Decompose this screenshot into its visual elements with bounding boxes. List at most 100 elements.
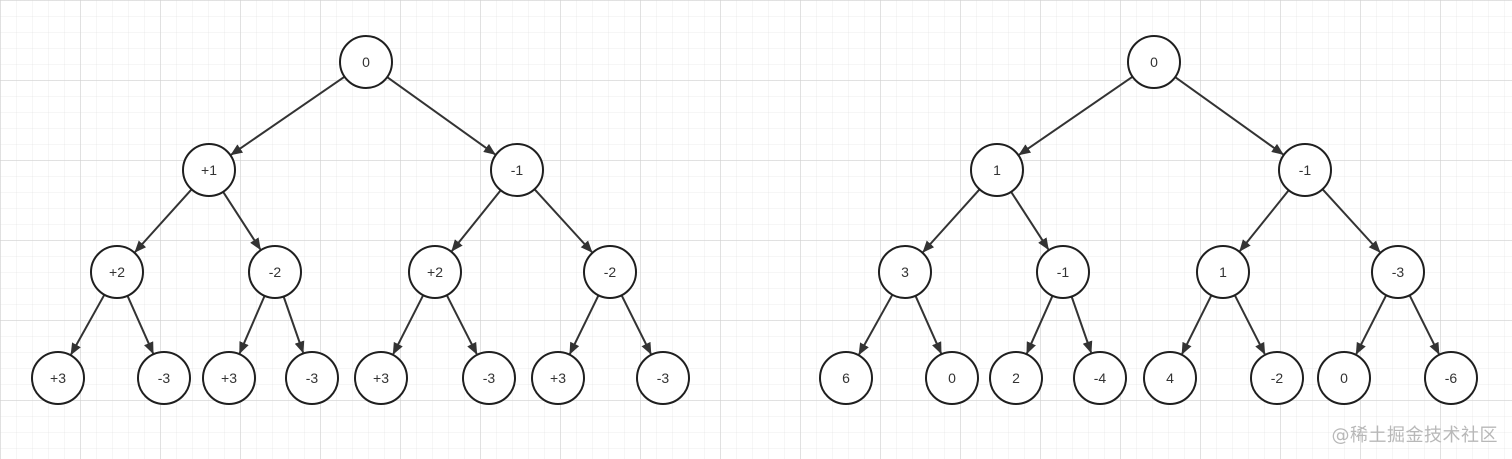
tree-left-node-l2-n3: -2 bbox=[583, 245, 637, 299]
tree-right-node-label-l2-n1: -1 bbox=[1057, 264, 1070, 280]
tree-right-node-l1-n1: -1 bbox=[1278, 143, 1332, 197]
tree-left-node-label-l2-n3: -2 bbox=[604, 264, 617, 280]
tree-left-node-label-l3-n5: -3 bbox=[483, 370, 496, 386]
tree-left-edge-l1-n1-to-l2-n2 bbox=[451, 189, 502, 252]
tree-right-edge-l2-n2-to-l3-n5 bbox=[1233, 294, 1266, 355]
tree-left-node-label-l2-n2: +2 bbox=[427, 264, 443, 280]
tree-left-node-label-l3-n6: +3 bbox=[550, 370, 566, 386]
tree-right-node-l3-n1: 0 bbox=[925, 351, 979, 405]
tree-right-node-label-l1-n0: 1 bbox=[993, 162, 1001, 178]
tree-left-node-circle-l2-n2 bbox=[408, 245, 462, 299]
tree-left-node-circle-l3-n4 bbox=[354, 351, 408, 405]
tree-left-edge-l2-n1-to-l3-n3 bbox=[282, 296, 305, 354]
tree-right-node-label-l2-n0: 3 bbox=[901, 264, 909, 280]
tree-right-node-circle-l3-n1 bbox=[925, 351, 979, 405]
tree-right-edge-l1-n0-to-l2-n0 bbox=[922, 188, 981, 253]
tree-left-node-label-l0-n0: 0 bbox=[362, 54, 370, 70]
tree-right-edge-l2-n3-to-l3-n7 bbox=[1408, 294, 1440, 355]
tree-right-node-l3-n2: 2 bbox=[989, 351, 1043, 405]
tree-right-edge-l0-n0-to-l1-n0 bbox=[1018, 75, 1134, 156]
tree-left-node-label-l3-n3: -3 bbox=[306, 370, 319, 386]
tree-left-edge-l2-n2-to-l3-n4 bbox=[392, 294, 425, 355]
tree-left-edge-l2-n3-to-l3-n7 bbox=[620, 294, 652, 355]
tree-left-edge-l2-n0-to-l3-n0 bbox=[70, 294, 106, 356]
tree-right-edge-l1-n1-to-l2-n3 bbox=[1321, 188, 1381, 253]
tree-right-node-l2-n1: -1 bbox=[1036, 245, 1090, 299]
tree-right-edge-l2-n3-to-l3-n6 bbox=[1355, 294, 1388, 355]
tree-right-node-label-l3-n0: 6 bbox=[842, 370, 850, 386]
tree-right-node-label-l3-n5: -2 bbox=[1271, 370, 1284, 386]
tree-left-node-circle-l2-n0 bbox=[90, 245, 144, 299]
tree-left-edge-l2-n0-to-l3-n1 bbox=[126, 295, 155, 355]
tree-right-node-circle-l1-n1 bbox=[1278, 143, 1332, 197]
tree-right-node-circle-l0-n0 bbox=[1127, 35, 1181, 89]
tree-right-node-circle-l2-n3 bbox=[1371, 245, 1425, 299]
tree-left-node-label-l2-n1: -2 bbox=[269, 264, 282, 280]
tree-right-edge-l2-n0-to-l3-n0 bbox=[858, 294, 894, 356]
tree-right-node-l2-n0: 3 bbox=[878, 245, 932, 299]
tree-right-node-circle-l3-n2 bbox=[989, 351, 1043, 405]
tree-left-node-circle-l2-n3 bbox=[583, 245, 637, 299]
tree-left-node-circle-l1-n0 bbox=[182, 143, 236, 197]
tree-right-node-label-l3-n3: -4 bbox=[1094, 370, 1107, 386]
tree-right-node-circle-l3-n6 bbox=[1317, 351, 1371, 405]
tree-left-node-l2-n2: +2 bbox=[408, 245, 462, 299]
tree-right-node-circle-l3-n7 bbox=[1424, 351, 1478, 405]
edges-layer bbox=[70, 75, 1440, 356]
tree-right-node-l3-n3: -4 bbox=[1073, 351, 1127, 405]
tree-left-node-l3-n5: -3 bbox=[462, 351, 516, 405]
tree-left-node-circle-l0-n0 bbox=[339, 35, 393, 89]
tree-left-node-l3-n6: +3 bbox=[531, 351, 585, 405]
tree-left-node-label-l2-n0: +2 bbox=[109, 264, 125, 280]
tree-right-node-circle-l3-n4 bbox=[1143, 351, 1197, 405]
tree-right-node-circle-l2-n2 bbox=[1196, 245, 1250, 299]
tree-left-node-circle-l3-n3 bbox=[285, 351, 339, 405]
tree-left-edge-l1-n1-to-l2-n3 bbox=[533, 188, 593, 253]
tree-right-node-l3-n7: -6 bbox=[1424, 351, 1478, 405]
tree-right-node-l3-n0: 6 bbox=[819, 351, 873, 405]
tree-right-edge-l2-n1-to-l3-n3 bbox=[1070, 296, 1093, 354]
tree-left-node-label-l1-n0: +1 bbox=[201, 162, 217, 178]
tree-left-node-l3-n0: +3 bbox=[31, 351, 85, 405]
tree-left-node-circle-l3-n5 bbox=[462, 351, 516, 405]
tree-left-node-circle-l3-n0 bbox=[31, 351, 85, 405]
tree-left-node-circle-l1-n1 bbox=[490, 143, 544, 197]
tree-right-node-l0-n0: 0 bbox=[1127, 35, 1181, 89]
tree-left-edge-l2-n1-to-l3-n2 bbox=[238, 295, 266, 355]
tree-left-node-label-l3-n7: -3 bbox=[657, 370, 670, 386]
tree-left-node-label-l1-n1: -1 bbox=[511, 162, 524, 178]
tree-right-node-label-l3-n2: 2 bbox=[1012, 370, 1020, 386]
tree-left-edge-l0-n0-to-l1-n1 bbox=[386, 76, 496, 156]
tree-right-edge-l2-n0-to-l3-n1 bbox=[914, 295, 943, 355]
tree-right-edge-l1-n1-to-l2-n2 bbox=[1239, 189, 1290, 252]
tree-left-node-label-l3-n2: +3 bbox=[221, 370, 237, 386]
tree-right-node-circle-l1-n0 bbox=[970, 143, 1024, 197]
tree-right-node-circle-l3-n0 bbox=[819, 351, 873, 405]
tree-right-node-circle-l2-n1 bbox=[1036, 245, 1090, 299]
tree-right-node-label-l1-n1: -1 bbox=[1299, 162, 1312, 178]
tree-left-node-label-l3-n0: +3 bbox=[50, 370, 66, 386]
tree-left-edge-l0-n0-to-l1-n0 bbox=[230, 75, 346, 156]
tree-right-node-l1-n0: 1 bbox=[970, 143, 1024, 197]
tree-left-node-circle-l3-n2 bbox=[202, 351, 256, 405]
tree-right-node-label-l2-n2: 1 bbox=[1219, 264, 1227, 280]
watermark-text: @稀土掘金技术社区 bbox=[1331, 425, 1498, 446]
tree-right-node-l3-n5: -2 bbox=[1250, 351, 1304, 405]
tree-left-node-l3-n4: +3 bbox=[354, 351, 408, 405]
tree-right-edge-l2-n1-to-l3-n2 bbox=[1025, 295, 1054, 355]
tree-left-node-label-l3-n4: +3 bbox=[373, 370, 389, 386]
tree-right-node-label-l3-n6: 0 bbox=[1340, 370, 1348, 386]
tree-left-node-label-l3-n1: -3 bbox=[158, 370, 171, 386]
tree-right-edge-l0-n0-to-l1-n1 bbox=[1174, 76, 1284, 156]
tree-left-node-l0-n0: 0 bbox=[339, 35, 393, 89]
tree-left-edge-l1-n0-to-l2-n1 bbox=[222, 191, 262, 251]
tree-left-node-circle-l2-n1 bbox=[248, 245, 302, 299]
tree-right-node-l2-n2: 1 bbox=[1196, 245, 1250, 299]
tree-right-edge-l2-n2-to-l3-n4 bbox=[1181, 294, 1213, 355]
tree-right-node-l3-n4: 4 bbox=[1143, 351, 1197, 405]
tree-left-node-l2-n1: -2 bbox=[248, 245, 302, 299]
tree-right-node-label-l3-n4: 4 bbox=[1166, 370, 1174, 386]
tree-right-node-l3-n6: 0 bbox=[1317, 351, 1371, 405]
